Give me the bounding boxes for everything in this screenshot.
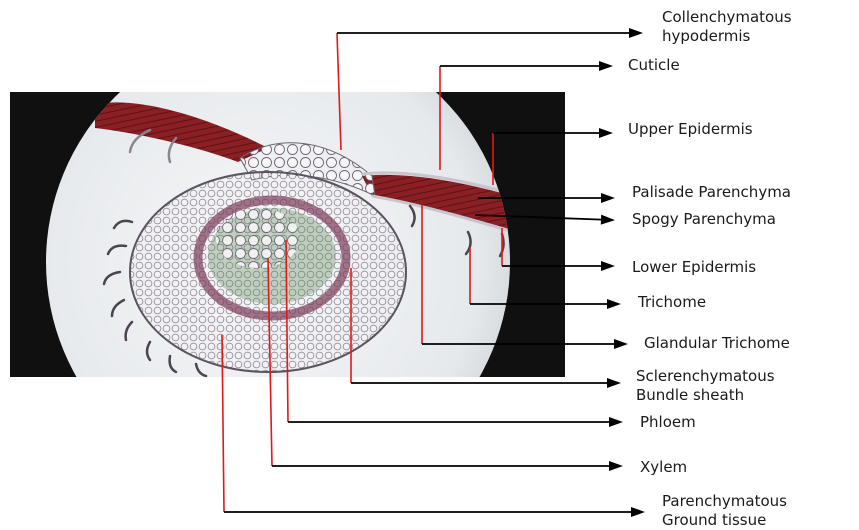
cuticle-arrow-head <box>599 61 613 71</box>
glandular-trichome-arrow-head <box>614 339 628 349</box>
collenchymatous-hypodermis-label-line: Collenchymatous <box>662 8 792 27</box>
xylem-label: Xylem <box>640 458 687 477</box>
collenchymatous-hypodermis-label-line: hypodermis <box>662 27 792 46</box>
cuticle-label: Cuticle <box>628 56 680 75</box>
glandular-trichome-label-line: Glandular Trichome <box>644 334 790 353</box>
trichome-arrow-head <box>607 299 621 309</box>
micrograph-photo <box>10 30 568 494</box>
palisade-parenchyma-arrow-head <box>601 193 615 203</box>
phloem-label: Phloem <box>640 413 696 432</box>
spogy-parenchyma-arrow-head <box>601 215 615 225</box>
upper-epidermis-label: Upper Epidermis <box>628 120 753 139</box>
sclerenchymatous-bundle-sheath-arrow-head <box>607 378 621 388</box>
trichome-label: Trichome <box>638 293 706 312</box>
parenchymatous-ground-tissue-arrow-head <box>631 507 645 517</box>
lower-epidermis-label-line: Lower Epidermis <box>632 258 756 277</box>
lower-epidermis-arrow-head <box>601 261 615 271</box>
xylem-label-line: Xylem <box>640 458 687 477</box>
parenchymatous-ground-tissue-label: ParenchymatousGround tissue <box>662 492 787 530</box>
collenchymatous-hypodermis-arrow-head <box>629 28 643 38</box>
xylem-arrow-head <box>609 461 623 471</box>
glandular-trichome-label: Glandular Trichome <box>644 334 790 353</box>
parenchymatous-ground-tissue-label-line: Parenchymatous <box>662 492 787 511</box>
spogy-parenchyma-label-line: Spogy Parenchyma <box>632 210 776 229</box>
cuticle-label-line: Cuticle <box>628 56 680 75</box>
trichome-label-line: Trichome <box>638 293 706 312</box>
palisade-parenchyma-label: Palisade Parenchyma <box>632 183 791 202</box>
palisade-parenchyma-label-line: Palisade Parenchyma <box>632 183 791 202</box>
upper-epidermis-arrow-head <box>599 128 613 138</box>
spogy-parenchyma-label: Spogy Parenchyma <box>632 210 776 229</box>
parenchymatous-ground-tissue-label-line: Ground tissue <box>662 511 787 530</box>
phloem-label-line: Phloem <box>640 413 696 432</box>
xylem-vessels <box>216 208 300 268</box>
upper-epidermis-label-line: Upper Epidermis <box>628 120 753 139</box>
lower-epidermis-label: Lower Epidermis <box>632 258 756 277</box>
collenchymatous-hypodermis-label: Collenchymatoushypodermis <box>662 8 792 46</box>
phloem-arrow-head <box>609 417 623 427</box>
sclerenchymatous-bundle-sheath-label-line: Sclerenchymatous <box>636 367 775 386</box>
sclerenchymatous-bundle-sheath-label-line: Bundle sheath <box>636 386 775 405</box>
sclerenchymatous-bundle-sheath-label: SclerenchymatousBundle sheath <box>636 367 775 405</box>
